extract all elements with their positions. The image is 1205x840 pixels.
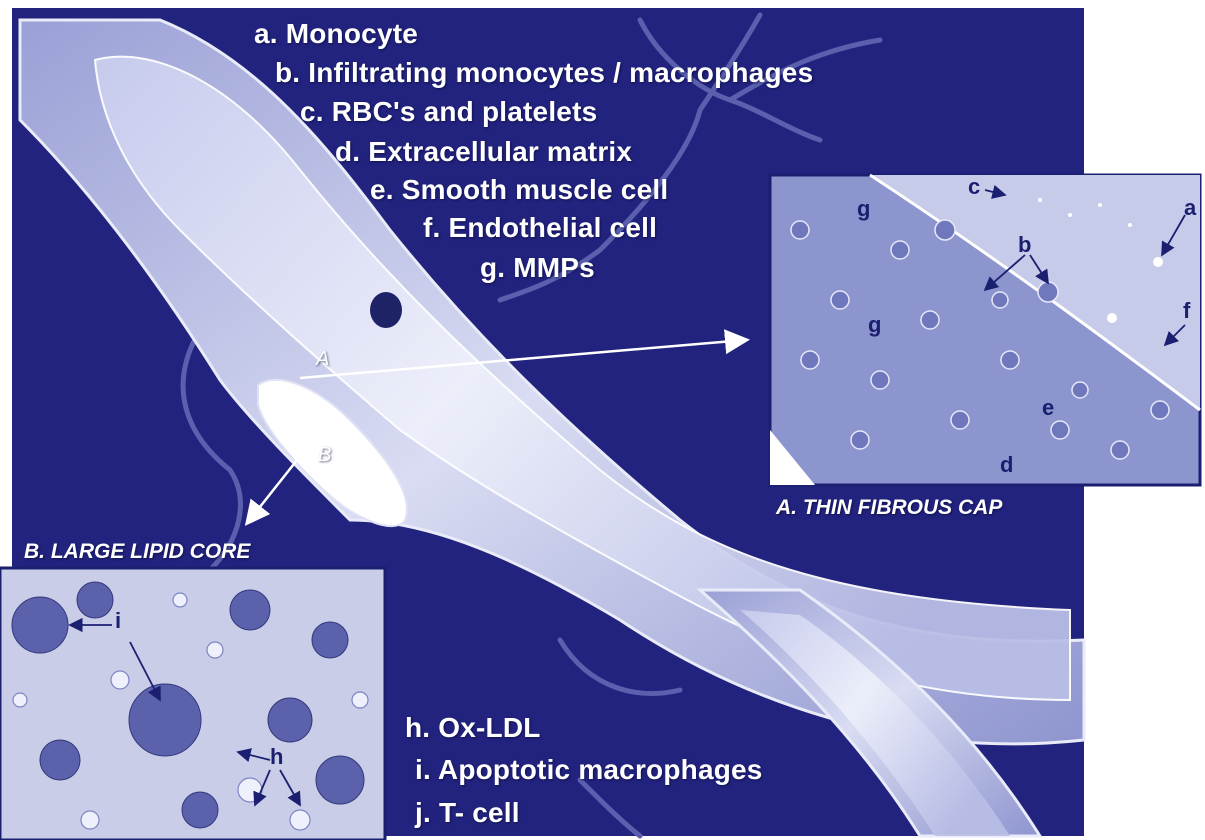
inset-a-label-b: b: [1018, 232, 1031, 258]
inset-a-label-g-top: g: [857, 196, 870, 222]
legend-item-e: e. Smooth muscle cell: [370, 174, 668, 206]
legend-item-g: g. MMPs: [480, 252, 595, 284]
inset-b-label-h: h: [270, 744, 283, 770]
legend-item-h: h. Ox-LDL: [405, 712, 541, 744]
legend-item-f: f. Endothelial cell: [423, 212, 657, 244]
inset-a-label-f: f: [1183, 298, 1190, 324]
inset-a-label-a: a: [1184, 195, 1196, 221]
legend-item-i: i. Apoptotic macrophages: [415, 754, 763, 786]
legend-item-j: j. T- cell: [415, 797, 520, 829]
inset-b-micrograph: [0, 568, 385, 840]
inset-a-label-c: c: [968, 174, 980, 200]
legend-item-d: d. Extracellular matrix: [335, 136, 632, 168]
inset-a-micrograph: [770, 175, 1200, 485]
inset-b-label-i: i: [115, 608, 121, 634]
pointer-b-label: B: [318, 444, 331, 467]
inset-a-label-g-mid: g: [868, 312, 881, 338]
monocyte-cell: [370, 292, 402, 328]
inset-a-label-e: e: [1042, 395, 1054, 421]
legend-item-a: a. Monocyte: [254, 18, 418, 50]
inset-b-caption: B. LARGE LIPID CORE: [24, 540, 250, 564]
inset-a-label-d: d: [1000, 452, 1013, 478]
legend-item-c: c. RBC's and platelets: [300, 96, 597, 128]
pointer-a-label: A: [316, 348, 329, 371]
legend-item-b: b. Infiltrating monocytes / macrophages: [275, 57, 813, 89]
inset-a-caption: A. THIN FIBROUS CAP: [776, 496, 1002, 520]
